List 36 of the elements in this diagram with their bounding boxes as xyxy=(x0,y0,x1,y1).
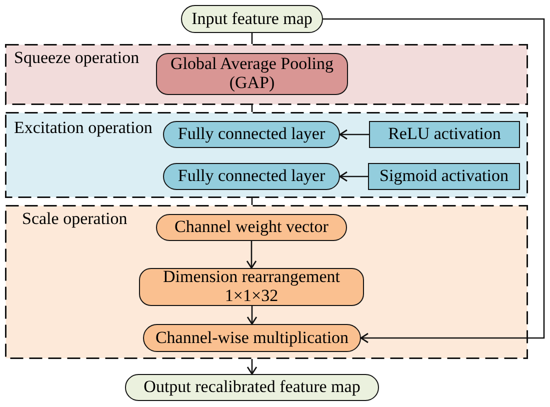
section-band xyxy=(5,112,528,198)
connector-line xyxy=(251,33,253,44)
step-detail: 1×1×32 xyxy=(224,287,278,306)
arrow xyxy=(323,18,545,344)
section-title: Squeeze operation xyxy=(14,49,140,68)
arrow xyxy=(339,129,369,140)
process-step xyxy=(156,214,347,241)
connector-line xyxy=(251,105,253,112)
layer-node xyxy=(163,163,340,190)
arrow xyxy=(246,241,257,269)
step-label: Fully connected layer xyxy=(178,167,326,186)
arrow xyxy=(246,306,258,325)
process-step xyxy=(143,324,361,352)
step-label: Input feature map xyxy=(192,10,312,28)
output-node xyxy=(125,374,379,401)
arrow xyxy=(339,171,368,182)
section-band xyxy=(5,205,528,359)
section-title: Excitation operation xyxy=(14,119,152,138)
input-node xyxy=(181,5,323,33)
process-step xyxy=(139,268,364,306)
section-title: Scale operation xyxy=(22,210,128,229)
step-label: Fully connected layer xyxy=(178,125,326,144)
step-label: Global Average Pooling (GAP) xyxy=(169,55,335,93)
step-label: Channel weight vector xyxy=(174,218,328,237)
step-label: Channel-wise multiplication xyxy=(155,328,349,348)
step-label: Output recalibrated feature map xyxy=(144,378,360,397)
section-band xyxy=(5,44,528,105)
step-label: ReLU activation xyxy=(388,125,501,144)
layer-node xyxy=(163,121,340,148)
arrow xyxy=(246,359,258,375)
activation-node xyxy=(368,163,520,190)
process-step xyxy=(156,53,348,95)
step-label: Dimension rearrangement xyxy=(162,268,340,287)
connector-line xyxy=(251,198,253,205)
activation-node xyxy=(369,121,520,148)
step-label: Sigmoid activation xyxy=(380,167,508,186)
